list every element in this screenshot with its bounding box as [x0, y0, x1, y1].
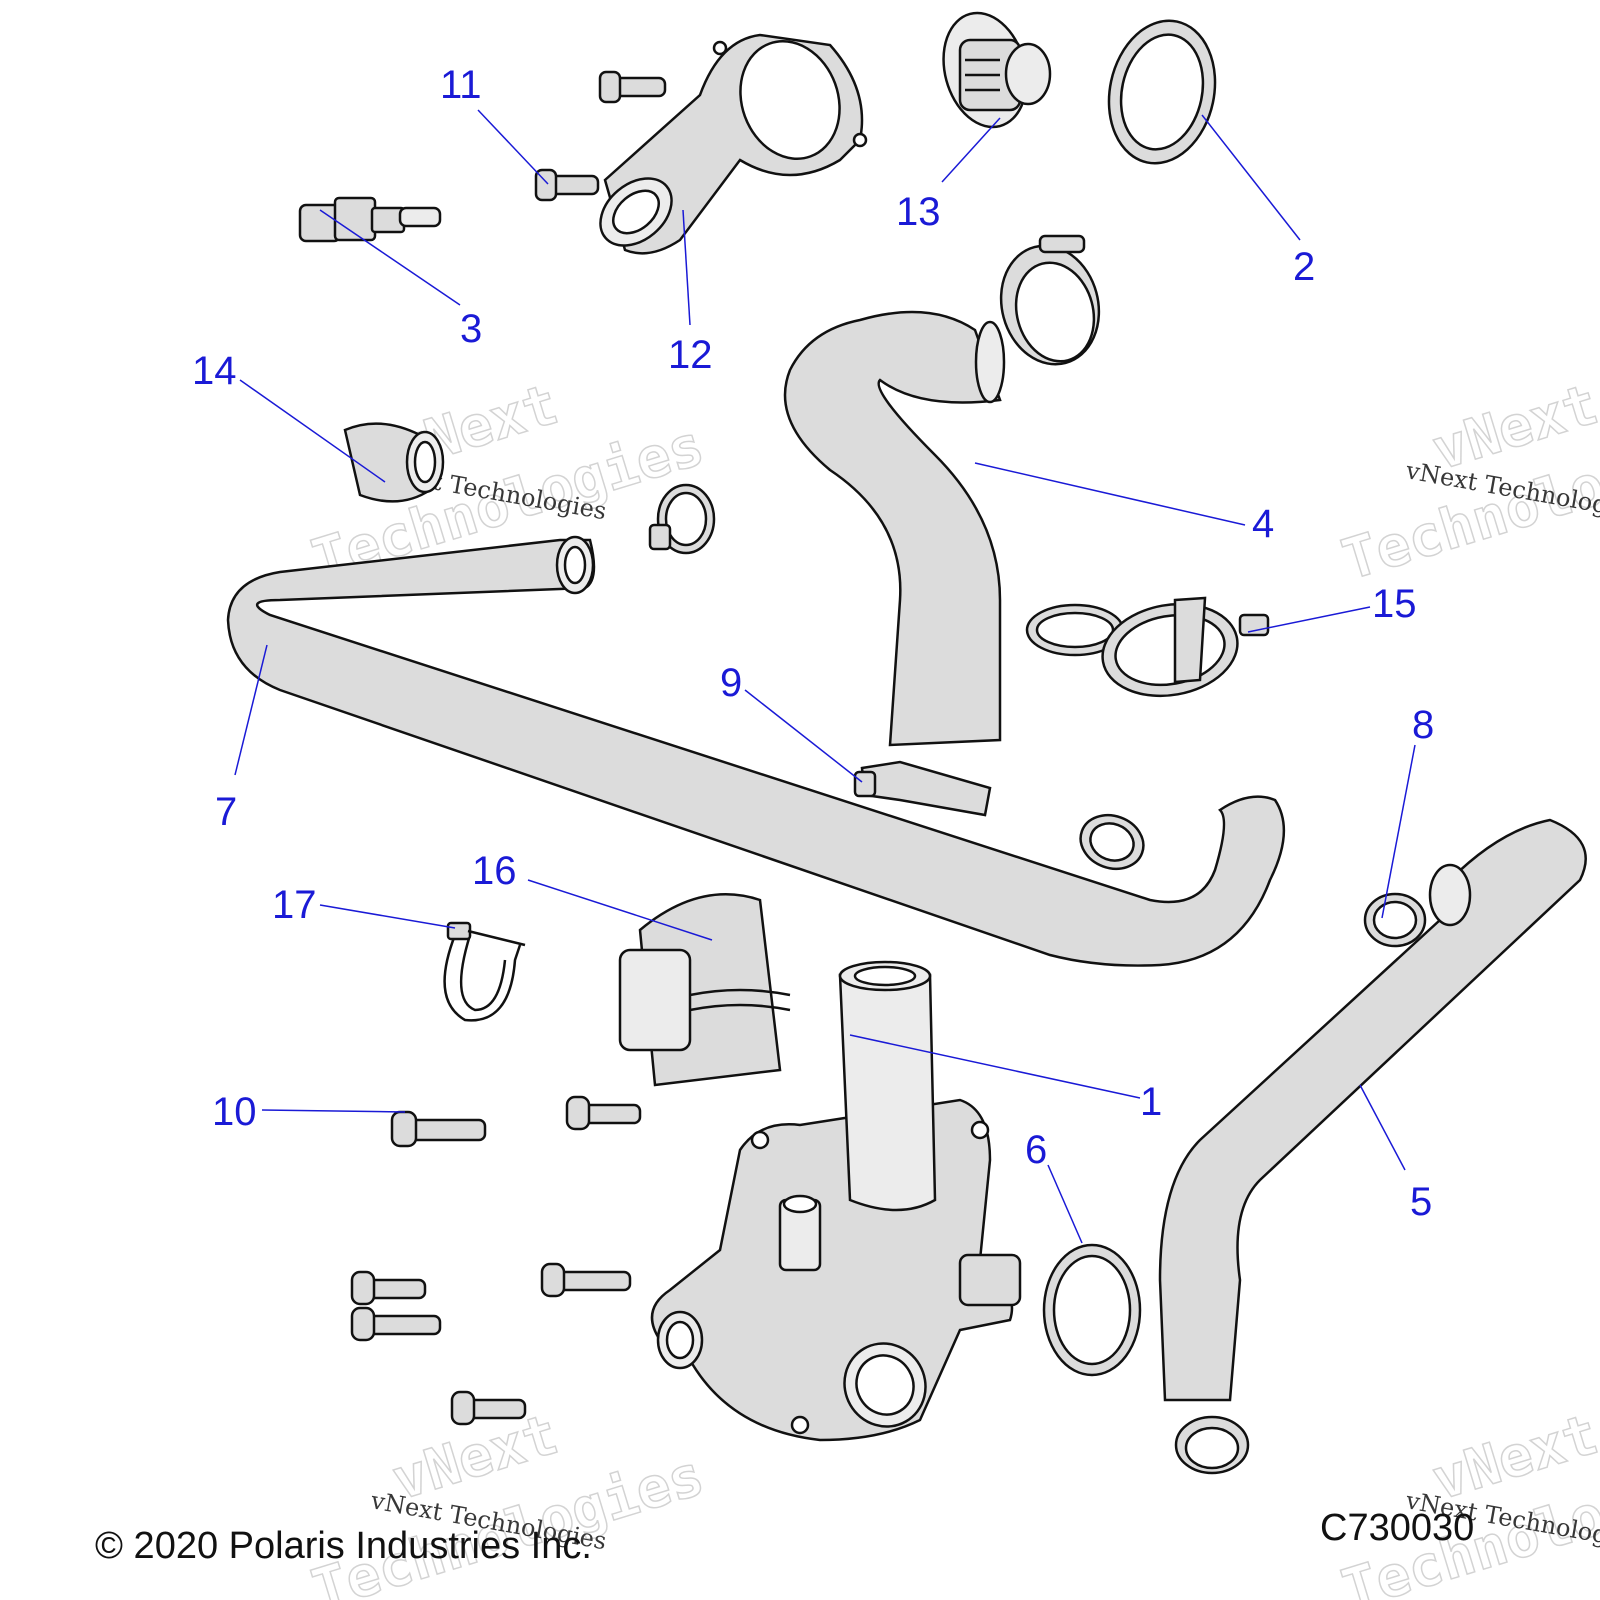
part-10-bolt: [390, 1110, 487, 1148]
callout-7: 7: [215, 790, 237, 834]
hose-clamp-icon: [1174, 1415, 1250, 1475]
part-9-hose-clamp: [853, 760, 992, 817]
watermark-top-right: vNext Technologies vNext Technologies: [1334, 371, 1600, 594]
part-11-bolt: [534, 168, 600, 202]
leader-line-1: [849, 1034, 1141, 1099]
watermark-bottom-left: vNext Technologies vNext Technologies: [304, 1401, 711, 1600]
bolt-icon: [350, 1270, 427, 1306]
hose-clamp-icon: [999, 234, 1101, 366]
callout-labels: 1 2 3 4 5 6 7 8 9 10 11 12 13 14 15 16 1…: [192, 63, 1434, 1224]
callout-14: 14: [192, 349, 237, 393]
watermark-bottom-right: vNext Technologies vNext Technologies: [1334, 1401, 1600, 1600]
leader-line-11: [477, 109, 549, 185]
part-17-cable-tie: [443, 921, 526, 1022]
callout-10: 10: [212, 1090, 257, 1134]
leader-line-7: [234, 644, 268, 776]
callout-15: 15: [1372, 582, 1417, 626]
part-5-lower-hose: [1158, 818, 1587, 1402]
bolt-icon: [450, 1390, 527, 1426]
leader-line-5: [1359, 1084, 1406, 1171]
part-12-thermostat-housing: [599, 33, 868, 255]
leader-line-13: [941, 117, 1001, 183]
callout-8: 8: [1412, 703, 1434, 747]
callout-3: 3: [460, 307, 482, 351]
leader-line-3: [319, 209, 461, 306]
callout-4: 4: [1252, 502, 1274, 546]
part-1-water-pump: [650, 960, 1022, 1442]
callout-6: 6: [1025, 1128, 1047, 1172]
leader-line-17: [319, 904, 456, 929]
part-6-o-ring: [1042, 1243, 1142, 1377]
callout-5: 5: [1410, 1180, 1432, 1224]
leader-line-16: [527, 879, 713, 941]
part-4-upper-hose: [783, 310, 1006, 747]
callout-16: 16: [472, 849, 517, 893]
leader-line-9: [744, 689, 863, 783]
callout-13: 13: [896, 190, 941, 234]
leader-lines: [234, 109, 1416, 1244]
leader-line-10: [261, 1109, 406, 1113]
callout-17: 17: [272, 883, 317, 927]
part-2-seal-ring: [1107, 19, 1217, 165]
hose-clamp-icon: [648, 483, 716, 555]
part-8-hose-clamp: [1363, 892, 1427, 948]
leader-line-4: [974, 462, 1246, 526]
part-16-boot-cover: [618, 893, 791, 1087]
leader-line-6: [1047, 1164, 1083, 1244]
callout-1: 1: [1140, 1080, 1162, 1124]
callout-2: 2: [1293, 245, 1315, 289]
part-13-thermostat: [942, 11, 1052, 129]
bolt-icon: [540, 1262, 632, 1298]
leader-line-2: [1201, 114, 1301, 241]
part-14-hose-connector: [343, 422, 445, 503]
hose-clamp-icon: [1079, 813, 1145, 871]
part-3-temperature-sensor: [298, 196, 442, 243]
callout-11: 11: [440, 63, 482, 107]
figure-code: C730030: [1320, 1507, 1474, 1549]
leader-line-12: [682, 209, 691, 326]
leader-line-14: [239, 379, 386, 483]
part-7-bypass-hose: [226, 535, 1286, 967]
leader-line-15: [1247, 606, 1371, 633]
bolt-icon: [565, 1095, 642, 1131]
callout-12: 12: [668, 333, 713, 377]
part-15-hose-clamp: [1025, 596, 1270, 698]
callout-9: 9: [720, 661, 742, 705]
bolt-icon: [598, 70, 667, 104]
copyright-text: © 2020 Polaris Industries Inc.: [95, 1525, 592, 1567]
leader-line-8: [1381, 744, 1416, 919]
bolt-icon: [350, 1306, 442, 1342]
